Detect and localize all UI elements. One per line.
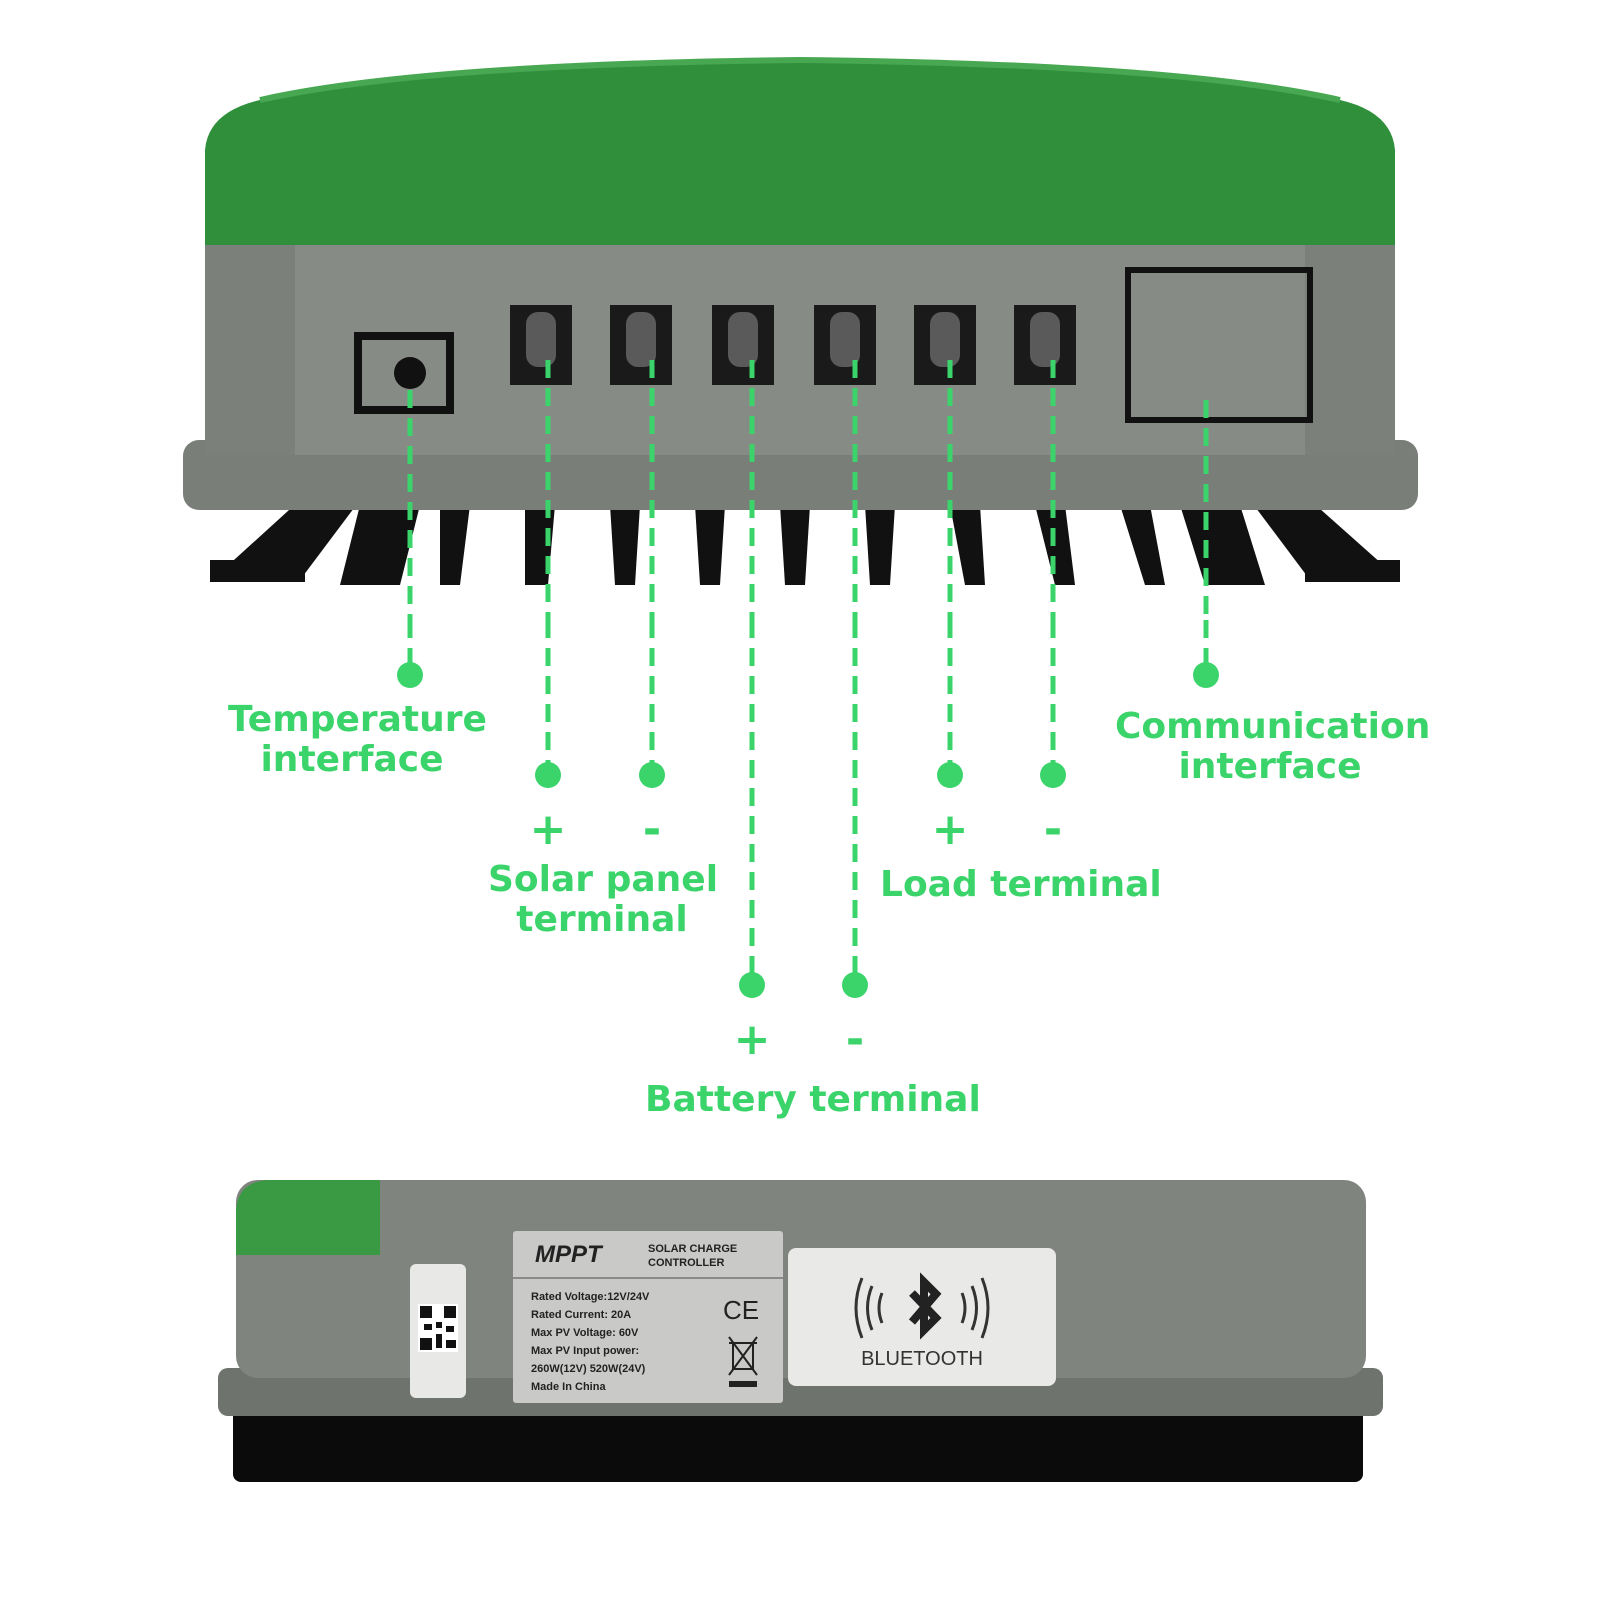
callout-lines: [397, 620, 1219, 998]
temperature-interface-label: Temperature interface: [228, 699, 487, 780]
case-flange: [183, 440, 1418, 510]
serial-sticker: [410, 1264, 466, 1398]
weee-bin-icon: [728, 1336, 758, 1387]
leader-lines-upper: [407, 360, 1209, 620]
subtitle-line-2: CONTROLLER: [648, 1257, 725, 1269]
case-flange-lower: [218, 1368, 1383, 1416]
subtitle-line-1: SOLAR CHARGE: [648, 1243, 738, 1255]
spec-line: Rated Voltage:12V/24V: [531, 1291, 650, 1303]
communication-port: [1125, 267, 1313, 423]
load-plus-sign: +: [931, 804, 969, 855]
spec-line: Max PV Input power:: [531, 1345, 640, 1357]
bluetooth-icon: [854, 1272, 990, 1340]
screw-terminals: [510, 305, 1076, 385]
solar-plus-sign: +: [529, 804, 567, 855]
spec-line: Rated Current: 20A: [531, 1309, 632, 1321]
solar-panel-terminal-label: Solar panel terminal: [488, 859, 719, 940]
green-lid-edge: [236, 1180, 380, 1255]
dot-solar-plus: [535, 762, 561, 788]
dot-temperature: [397, 662, 423, 688]
ce-mark: CE: [723, 1295, 760, 1325]
brand-text: MPPT: [535, 1241, 602, 1268]
load-terminal-label: Load terminal: [880, 864, 1162, 905]
load-minus-sign: -: [1043, 804, 1063, 855]
dot-comm: [1193, 662, 1219, 688]
bluetooth-text: BLUETOOTH: [861, 1348, 983, 1370]
dot-battery-minus: [842, 972, 868, 998]
heatsink-base: [233, 1400, 1363, 1482]
communication-interface-label: Communication interface: [1115, 706, 1431, 787]
qr-code-icon: [418, 1304, 458, 1352]
temperature-port: [354, 332, 454, 414]
dot-solar-minus: [639, 762, 665, 788]
heatsink: [210, 500, 1400, 585]
dot-battery-plus: [739, 972, 765, 998]
dot-load-minus: [1040, 762, 1066, 788]
controller-terminal-side: [183, 56, 1418, 620]
spec-line: Made In China: [531, 1381, 606, 1393]
battery-minus-sign: -: [845, 1014, 865, 1065]
bluetooth-label: BLUETOOTH: [788, 1248, 1056, 1386]
spec-line: Max PV Voltage: 60V: [531, 1327, 639, 1339]
solar-minus-sign: -: [642, 804, 662, 855]
green-lid: [205, 58, 1395, 245]
battery-plus-sign: +: [733, 1014, 771, 1065]
battery-terminal-label: Battery terminal: [645, 1079, 981, 1120]
dot-load-plus: [937, 762, 963, 788]
rating-label: MPPT SOLAR CHARGE CONTROLLER Rated Volta…: [513, 1231, 783, 1403]
spec-line: 260W(12V) 520W(24V): [531, 1363, 646, 1375]
